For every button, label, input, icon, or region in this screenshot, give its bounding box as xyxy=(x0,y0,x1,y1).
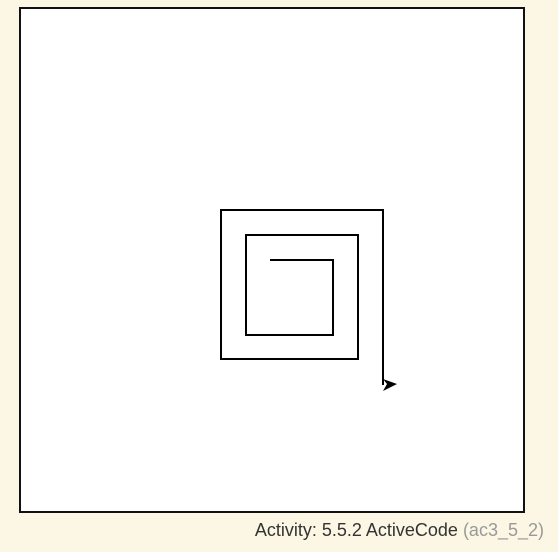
spiral-path xyxy=(220,209,384,385)
activity-caption: Activity: 5.5.2 ActiveCode (ac3_5_2) xyxy=(255,518,544,542)
turtle-drawing xyxy=(220,209,397,391)
turtle-arrow-icon xyxy=(383,379,397,391)
turtle-canvas xyxy=(19,7,525,513)
activity-id: (ac3_5_2) xyxy=(462,520,544,540)
activity-label: Activity: 5.5.2 ActiveCode xyxy=(254,520,458,540)
